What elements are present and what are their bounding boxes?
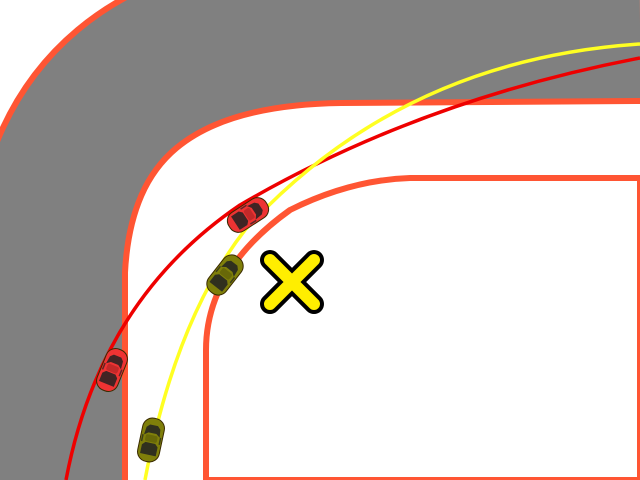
track-infield <box>203 175 640 480</box>
x-mark-icon <box>260 250 324 314</box>
